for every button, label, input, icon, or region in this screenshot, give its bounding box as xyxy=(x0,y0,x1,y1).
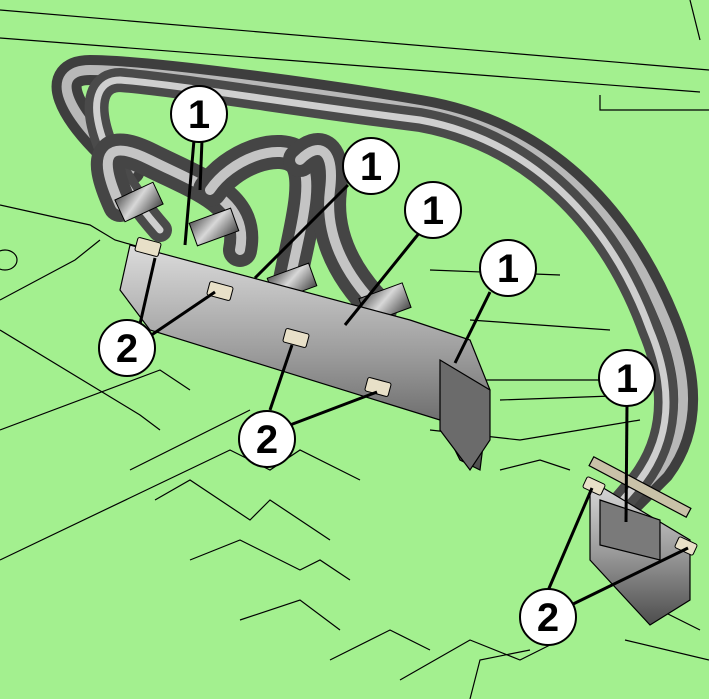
nut-3 xyxy=(282,328,310,348)
callout-2b: 2 xyxy=(238,410,296,468)
leader-lines xyxy=(138,139,689,609)
leader-1a xyxy=(183,139,196,246)
callout-1e: 1 xyxy=(598,349,656,407)
callout-2b-label: 2 xyxy=(256,418,278,462)
nut-2 xyxy=(206,281,234,301)
leader-2b-1 xyxy=(268,344,294,411)
leader-2b-2 xyxy=(289,390,378,427)
leader-1e xyxy=(624,403,629,523)
leader-1f xyxy=(198,139,204,191)
flange-nuts xyxy=(134,237,698,556)
leader-2c-2 xyxy=(566,546,689,609)
callout-2c-label: 2 xyxy=(537,596,559,640)
callout-1c-label: 1 xyxy=(422,189,444,233)
callout-1b: 1 xyxy=(342,137,400,195)
callout-1d-label: 1 xyxy=(497,247,519,291)
callout-2a-label: 2 xyxy=(116,327,138,371)
nut-1 xyxy=(134,237,162,257)
callout-2c: 2 xyxy=(519,588,577,646)
callout-1a: 1 xyxy=(170,85,228,143)
manifold-flange xyxy=(119,244,491,472)
callout-1a-label: 1 xyxy=(188,93,210,137)
callout-2a: 2 xyxy=(98,319,156,377)
leader-1b xyxy=(253,183,350,280)
callout-1b-label: 1 xyxy=(360,145,382,189)
callout-1c: 1 xyxy=(404,181,462,239)
leader-1d xyxy=(453,291,492,364)
leader-2c-1 xyxy=(545,487,594,594)
leader-1c xyxy=(343,231,422,326)
callout-1d: 1 xyxy=(479,239,537,297)
leader-2a-1 xyxy=(138,257,157,325)
exhaust-pipes xyxy=(51,55,699,527)
rear-flange xyxy=(588,455,692,626)
leader-2a-2 xyxy=(149,290,216,338)
callout-1e-label: 1 xyxy=(616,357,638,401)
